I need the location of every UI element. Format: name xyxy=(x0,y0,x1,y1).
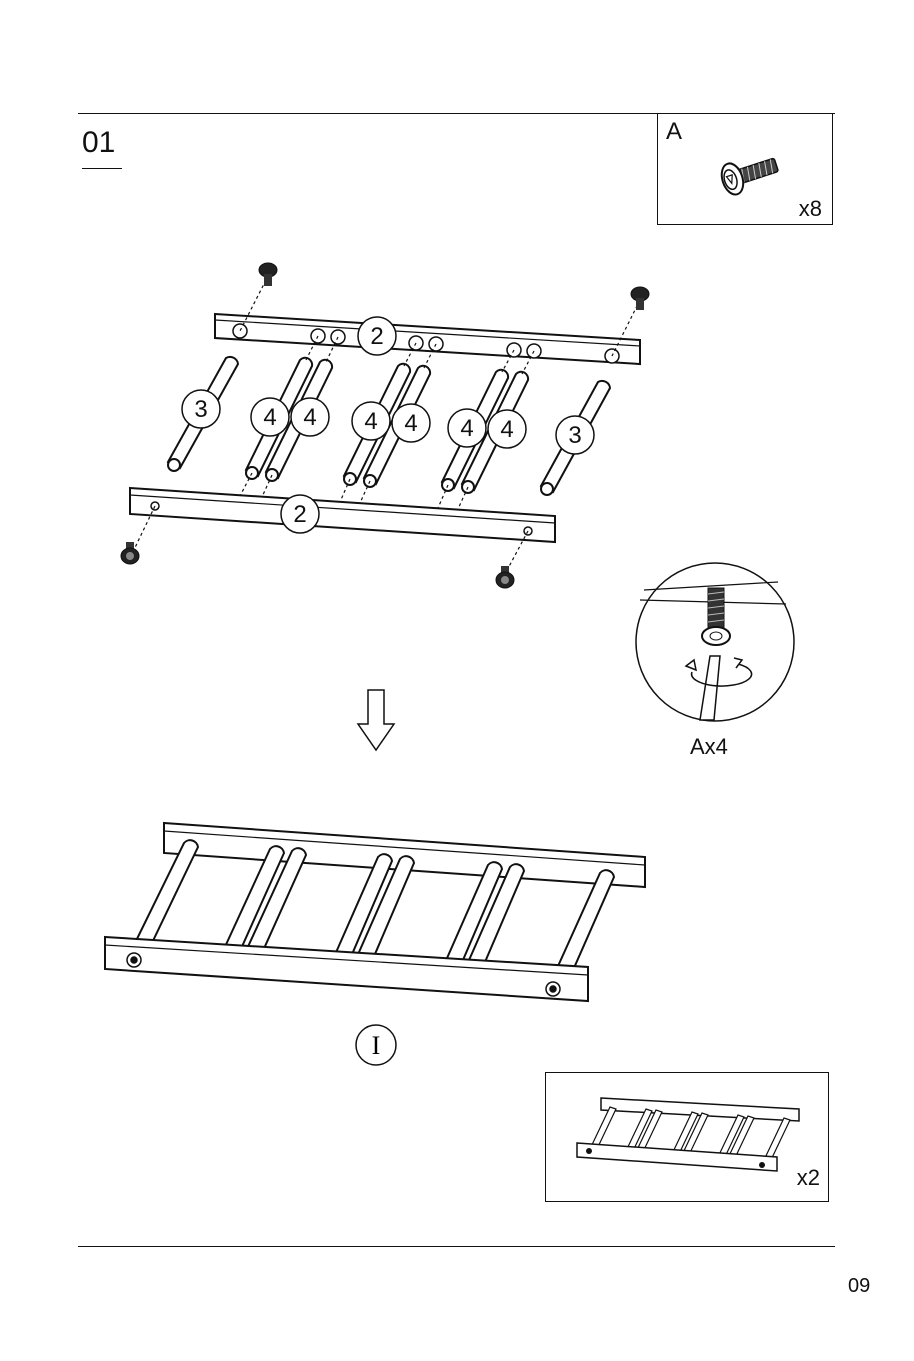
exploded-assembly-diagram: 2 2 3 3 4 4 4 4 4 4 xyxy=(0,240,914,610)
part-label-end-bar: 3 xyxy=(568,422,581,449)
part-label-inner-bar: 4 xyxy=(303,404,316,431)
down-arrow-icon xyxy=(356,688,396,752)
step-number-underline xyxy=(82,168,122,169)
roman-numeral-callout: I xyxy=(354,1023,398,1067)
page-number: 09 xyxy=(848,1276,870,1296)
bolt-icon xyxy=(496,566,514,588)
roman-numeral-label: I xyxy=(372,1031,381,1060)
step-number: 01 xyxy=(82,128,115,158)
result-box: x2 xyxy=(545,1072,829,1202)
footer-rule xyxy=(78,1246,835,1247)
bolt-icon xyxy=(708,150,788,200)
hardware-quantity: x8 xyxy=(799,198,822,220)
hardware-letter: A xyxy=(666,120,682,144)
bolt-icon xyxy=(259,263,277,286)
part-label-inner-bar: 4 xyxy=(263,404,276,431)
assembled-frame-thumbnail xyxy=(574,1093,804,1173)
part-label-rail: 2 xyxy=(370,323,383,350)
assembled-frame-diagram xyxy=(100,815,660,1010)
screw-detail-circle xyxy=(630,560,800,730)
part-label-inner-bar: 4 xyxy=(460,415,473,442)
part-label-end-bar: 3 xyxy=(194,396,207,423)
part-label-inner-bar: 4 xyxy=(364,408,377,435)
part-label-inner-bar: 4 xyxy=(404,410,417,437)
result-quantity: x2 xyxy=(797,1167,820,1189)
top-rail xyxy=(215,314,640,364)
part-label-inner-bar: 4 xyxy=(500,416,513,443)
part-label-rail: 2 xyxy=(293,501,306,528)
hardware-box: A x8 xyxy=(657,113,833,225)
detail-quantity: Ax4 xyxy=(690,736,728,758)
bolt-icon xyxy=(631,287,649,310)
